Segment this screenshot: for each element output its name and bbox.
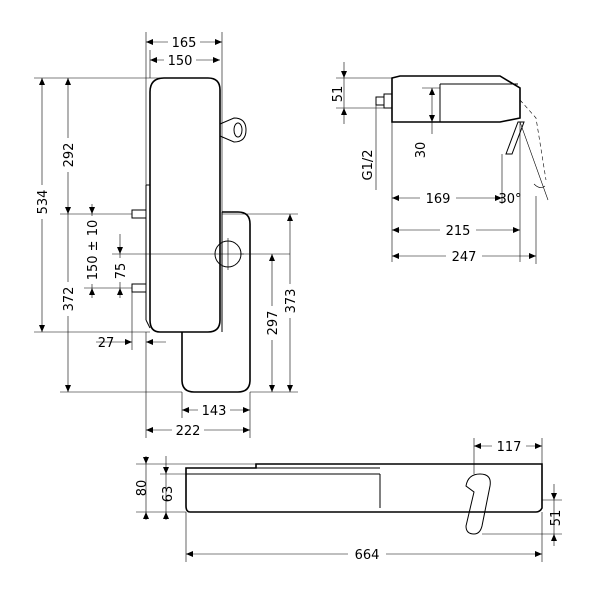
dim-top-51: 51 <box>549 510 564 527</box>
side-body-outline <box>391 75 521 123</box>
side-lever-rotated <box>519 99 547 181</box>
side-lever <box>505 121 525 155</box>
thread-label: G1/2 <box>361 150 376 181</box>
front-view: 165 150 534 292 150 ± 10 <box>34 32 299 439</box>
dim-292: 292 <box>62 143 77 168</box>
dim-222: 222 <box>176 424 201 439</box>
side-connector <box>383 93 393 109</box>
dim-664: 664 <box>355 548 380 563</box>
dim-372: 372 <box>62 287 77 312</box>
dim-373: 373 <box>284 289 299 314</box>
top-body-outline <box>185 463 543 513</box>
dim-247: 247 <box>452 250 477 265</box>
dim-27: 27 <box>98 336 115 351</box>
dim-side-51: 51 <box>331 86 346 103</box>
front-lever <box>219 117 247 143</box>
dim-top-80: 80 <box>135 480 150 497</box>
dim-165: 165 <box>172 36 197 51</box>
dim-215: 215 <box>446 224 471 239</box>
top-handle <box>465 473 491 535</box>
dim-side-30: 30 <box>414 142 429 159</box>
angle-30: 30° <box>498 192 521 207</box>
dim-534: 534 <box>36 190 51 215</box>
dim-top-63: 63 <box>161 486 176 503</box>
top-view: 80 63 117 51 664 <box>135 438 564 563</box>
dim-169: 169 <box>426 192 451 207</box>
front-lower-panel <box>181 211 251 393</box>
dim-75: 75 <box>114 263 129 280</box>
front-body-outline <box>149 77 221 333</box>
front-inlet-bottom <box>131 283 147 293</box>
dim-143: 143 <box>202 404 227 419</box>
dim-150-pm-10: 150 ± 10 <box>86 220 101 281</box>
front-inlet-top <box>131 209 147 219</box>
dim-117: 117 <box>497 440 522 455</box>
dim-150: 150 <box>168 54 193 69</box>
side-view: 51 G1/2 30 169 30° 215 247 <box>331 62 549 265</box>
dim-297: 297 <box>266 311 281 336</box>
